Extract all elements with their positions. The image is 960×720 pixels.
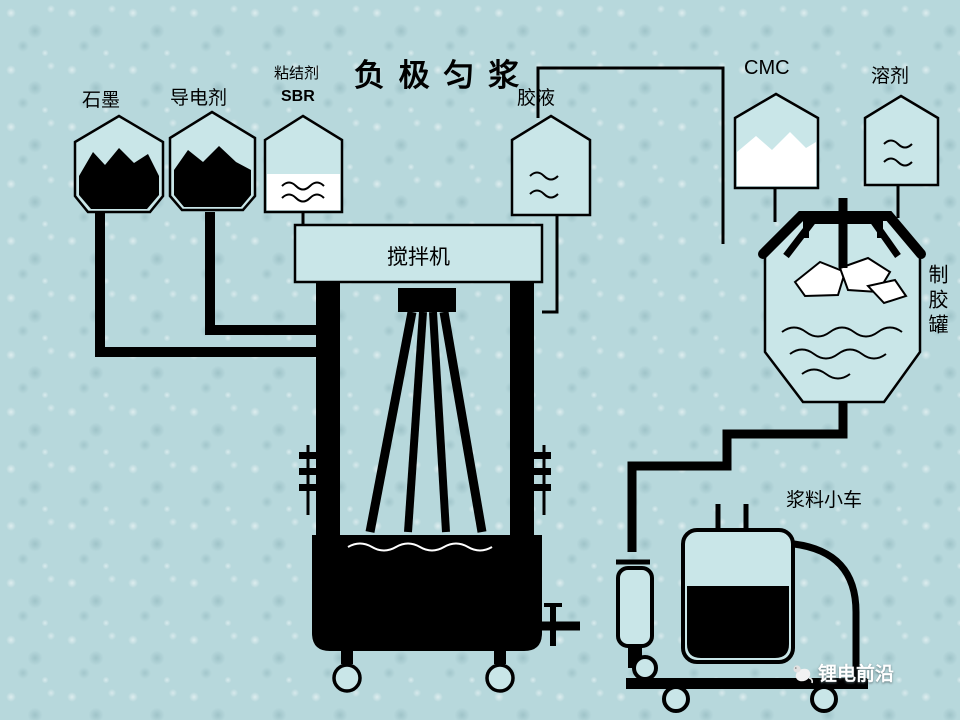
glue-liquid-pipe	[542, 215, 559, 314]
solvent-vessel	[863, 94, 940, 187]
mixer-label: 搅拌机	[387, 245, 450, 269]
mixer-head-box	[293, 223, 544, 284]
cart-slurry	[687, 586, 789, 658]
page-title: 负 极 匀 浆	[353, 58, 523, 93]
mixer-drive-block	[398, 288, 456, 312]
conductive-agent-label: 导电剂	[170, 88, 228, 109]
glue-crystal-1	[793, 260, 847, 298]
graphite-material	[79, 148, 159, 209]
glue-liquid-vessel	[510, 114, 592, 217]
conductive-pipe	[205, 212, 322, 335]
mixer-machine	[293, 223, 580, 693]
flange-bolt	[299, 452, 316, 459]
tank-agitator	[783, 198, 901, 268]
solvent-wave-1	[883, 139, 913, 149]
wheel-stem	[494, 648, 506, 664]
mixer-wheel-right	[485, 663, 515, 693]
mixer-shaft-2	[404, 311, 427, 533]
glue-liquid-wave-1	[529, 171, 559, 181]
mixer-column-right	[510, 282, 534, 560]
cart-wheel-right	[810, 685, 838, 713]
solvent-label: 溶剂	[871, 66, 910, 87]
agitator-leg-left	[783, 219, 815, 259]
glue-crystal-3	[866, 278, 908, 305]
solvent-vessel-body	[863, 94, 940, 187]
mixer-shaft-4	[439, 311, 487, 533]
mixer-shaft-1	[365, 311, 417, 533]
mixer-wheels	[332, 648, 515, 693]
pump-head	[632, 655, 658, 681]
wheel-stem	[341, 648, 353, 664]
glue-tank	[758, 198, 926, 404]
flange-bolt	[299, 468, 316, 475]
flange-bolt	[534, 484, 551, 491]
glue-tank-label: 制胶罐	[925, 264, 947, 339]
sbr-liquid	[267, 174, 340, 210]
cart-handle	[793, 540, 860, 684]
conductive-hopper	[168, 110, 257, 212]
flange-bolt	[534, 452, 551, 459]
mixer-discharge-valve	[542, 603, 580, 646]
glue-wave-2	[789, 348, 887, 360]
sbr-vessel	[263, 114, 344, 214]
cart-wheel-left	[662, 685, 690, 713]
cmc-label: CMC	[744, 57, 790, 79]
glue-supply-pipe	[536, 66, 725, 244]
sbr-wave-1	[281, 181, 325, 191]
mixer-shaft-3	[429, 311, 450, 533]
cmc-vessel	[733, 92, 820, 190]
flange-bolt	[534, 468, 551, 475]
watermark: 锂电前沿	[791, 659, 894, 686]
sbr-wave-2	[281, 193, 325, 203]
slurry-cart	[626, 504, 868, 713]
glue-liquid-body	[510, 114, 592, 217]
solvent-wave-2	[883, 157, 913, 167]
cart-platform	[626, 678, 868, 689]
slurry-cart-label: 浆料小车	[786, 490, 863, 511]
graphite-hopper	[73, 114, 165, 214]
mixer-bowl	[312, 535, 542, 651]
sbr-label: SBR	[281, 88, 315, 105]
graphite-pipe	[95, 212, 322, 357]
pipes	[95, 66, 900, 552]
mouse-icon	[793, 664, 813, 683]
bowl-wave	[347, 542, 493, 552]
mixer-column-left	[316, 282, 340, 560]
transfer-pump	[616, 559, 658, 681]
tank-discharge-pipe	[627, 398, 848, 552]
conductive-material	[174, 146, 251, 207]
mixer-flange-left	[299, 445, 316, 515]
glue-wave-1	[781, 326, 903, 338]
watermark-text: 锂电前沿	[818, 664, 895, 685]
glue-liquid-label: 胶液	[517, 88, 556, 109]
cmc-powder	[737, 132, 816, 186]
pump-body	[616, 566, 654, 648]
mixer-flange-right	[534, 445, 551, 515]
binder-label: 粘结剂	[274, 66, 320, 82]
flange-bolt	[299, 484, 316, 491]
glue-wave-3	[801, 368, 851, 380]
mixer-wheel-left	[332, 663, 362, 693]
graphite-label: 石墨	[82, 90, 121, 111]
glue-liquid-wave-2	[529, 189, 559, 199]
agitator-leg-right	[871, 219, 901, 259]
